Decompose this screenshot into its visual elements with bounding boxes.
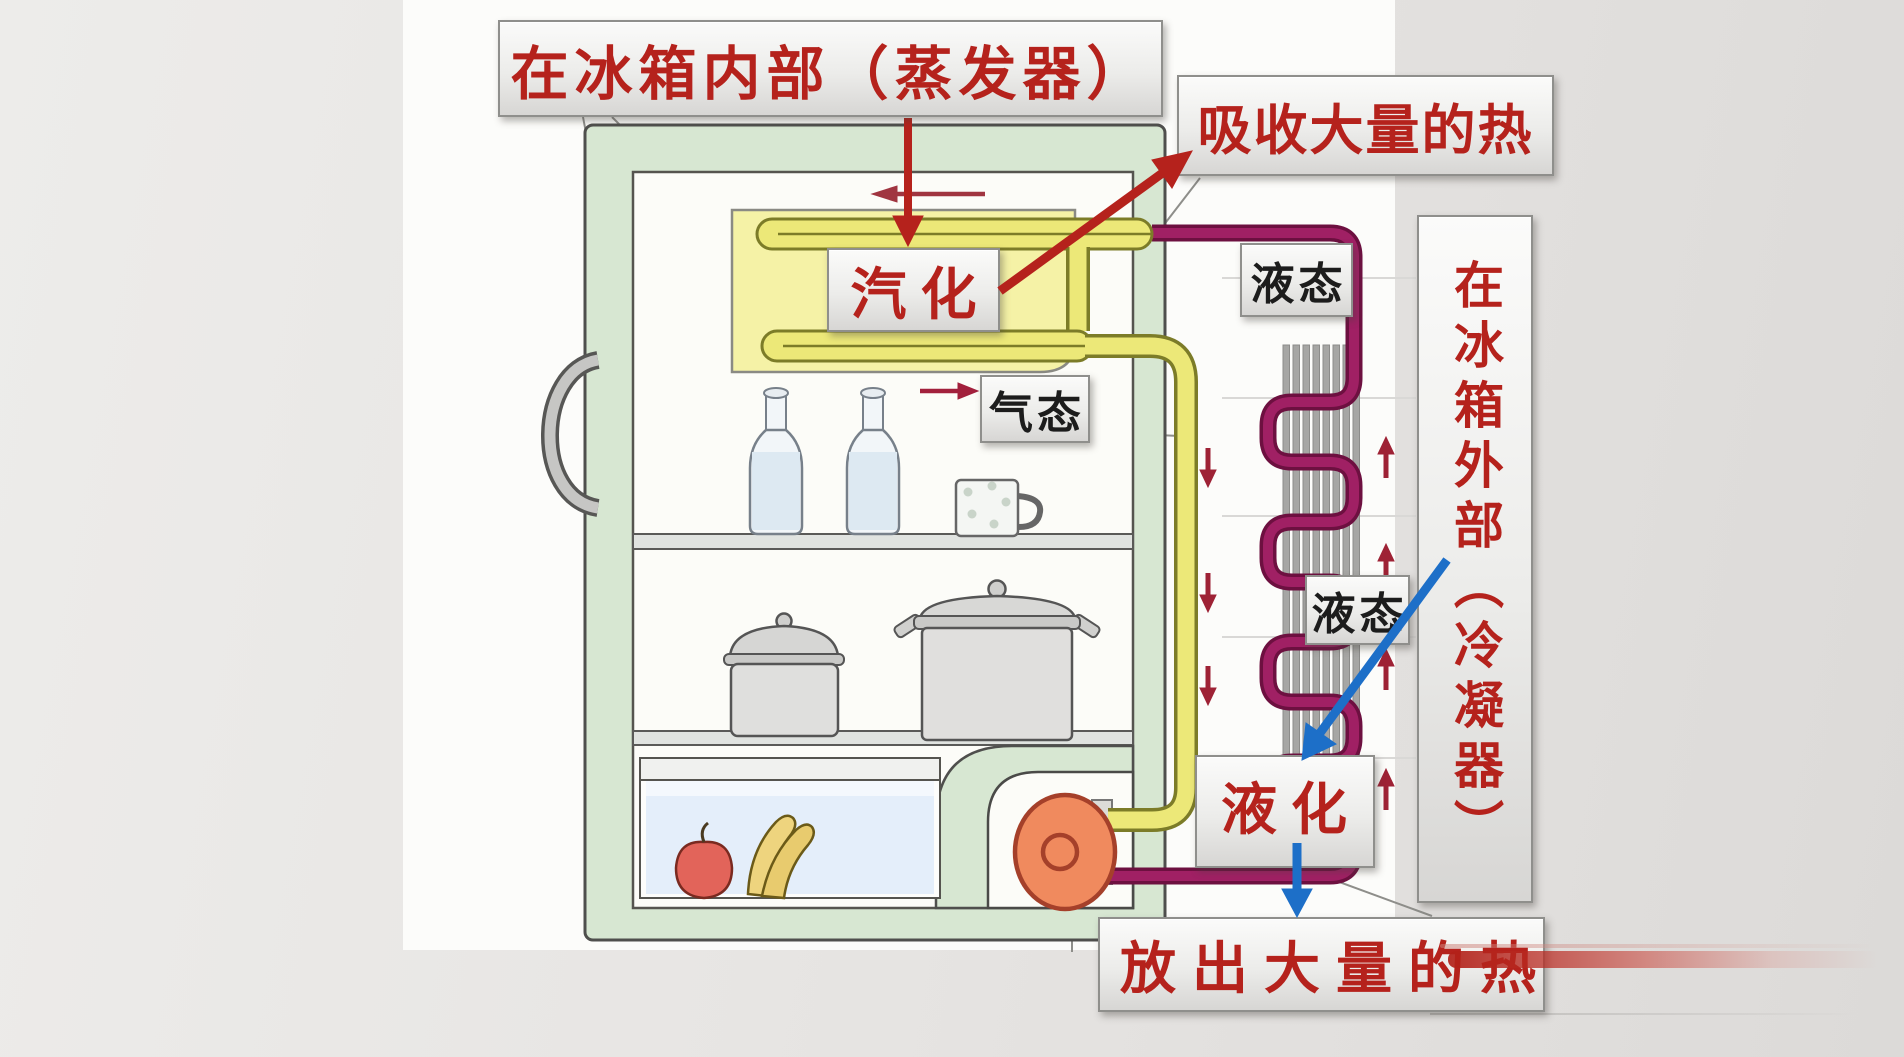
callout-liquefaction-text: 液化 [1221, 777, 1361, 843]
panel-shadow-line [1430, 1013, 1860, 1015]
state-label-gas: 气态 [980, 375, 1090, 443]
state-label-liquid-mid-text: 液态 [1311, 589, 1408, 640]
shelf-upper [632, 533, 1134, 550]
bottle [748, 387, 804, 536]
cup [954, 478, 1044, 538]
state-label-liquid-mid: 液态 [1305, 575, 1410, 645]
callout-evaporator-location: 在冰箱内部（蒸发器） [498, 20, 1163, 117]
compressor [1012, 792, 1118, 912]
door-handle [541, 351, 601, 517]
state-label-liquid-top: 液态 [1240, 243, 1353, 317]
callout-absorb-heat-text: 吸收大量的热 [1197, 98, 1534, 162]
small-pot [723, 612, 845, 738]
apple [674, 821, 734, 900]
callout-evaporator-location-text: 在冰箱内部（蒸发器） [510, 39, 1151, 108]
red-motion-streak-glow [1440, 944, 1880, 948]
state-label-gas-text: 气态 [989, 388, 1085, 439]
callout-liquefaction: 液化 [1195, 755, 1375, 868]
arrow-into-evaporator [892, 118, 924, 248]
large-pot [893, 579, 1101, 742]
callout-vaporization-text: 汽化 [850, 261, 991, 328]
red-motion-streak [1448, 951, 1880, 968]
callout-condenser-location-text: 在冰箱外部（冷凝器） [1446, 259, 1505, 859]
return-pipe [1085, 334, 1198, 832]
bananas [746, 814, 816, 900]
state-label-liquid-top-text: 液态 [1250, 259, 1347, 310]
callout-absorb-heat: 吸收大量的热 [1177, 75, 1554, 176]
callout-condenser-location: 在冰箱外部（冷凝器） [1417, 215, 1533, 903]
callout-vaporization: 汽化 [827, 248, 1000, 332]
flow-arrows-down [1199, 448, 1217, 707]
bottle [845, 387, 901, 536]
flow-arrow-right-gas [920, 382, 980, 400]
